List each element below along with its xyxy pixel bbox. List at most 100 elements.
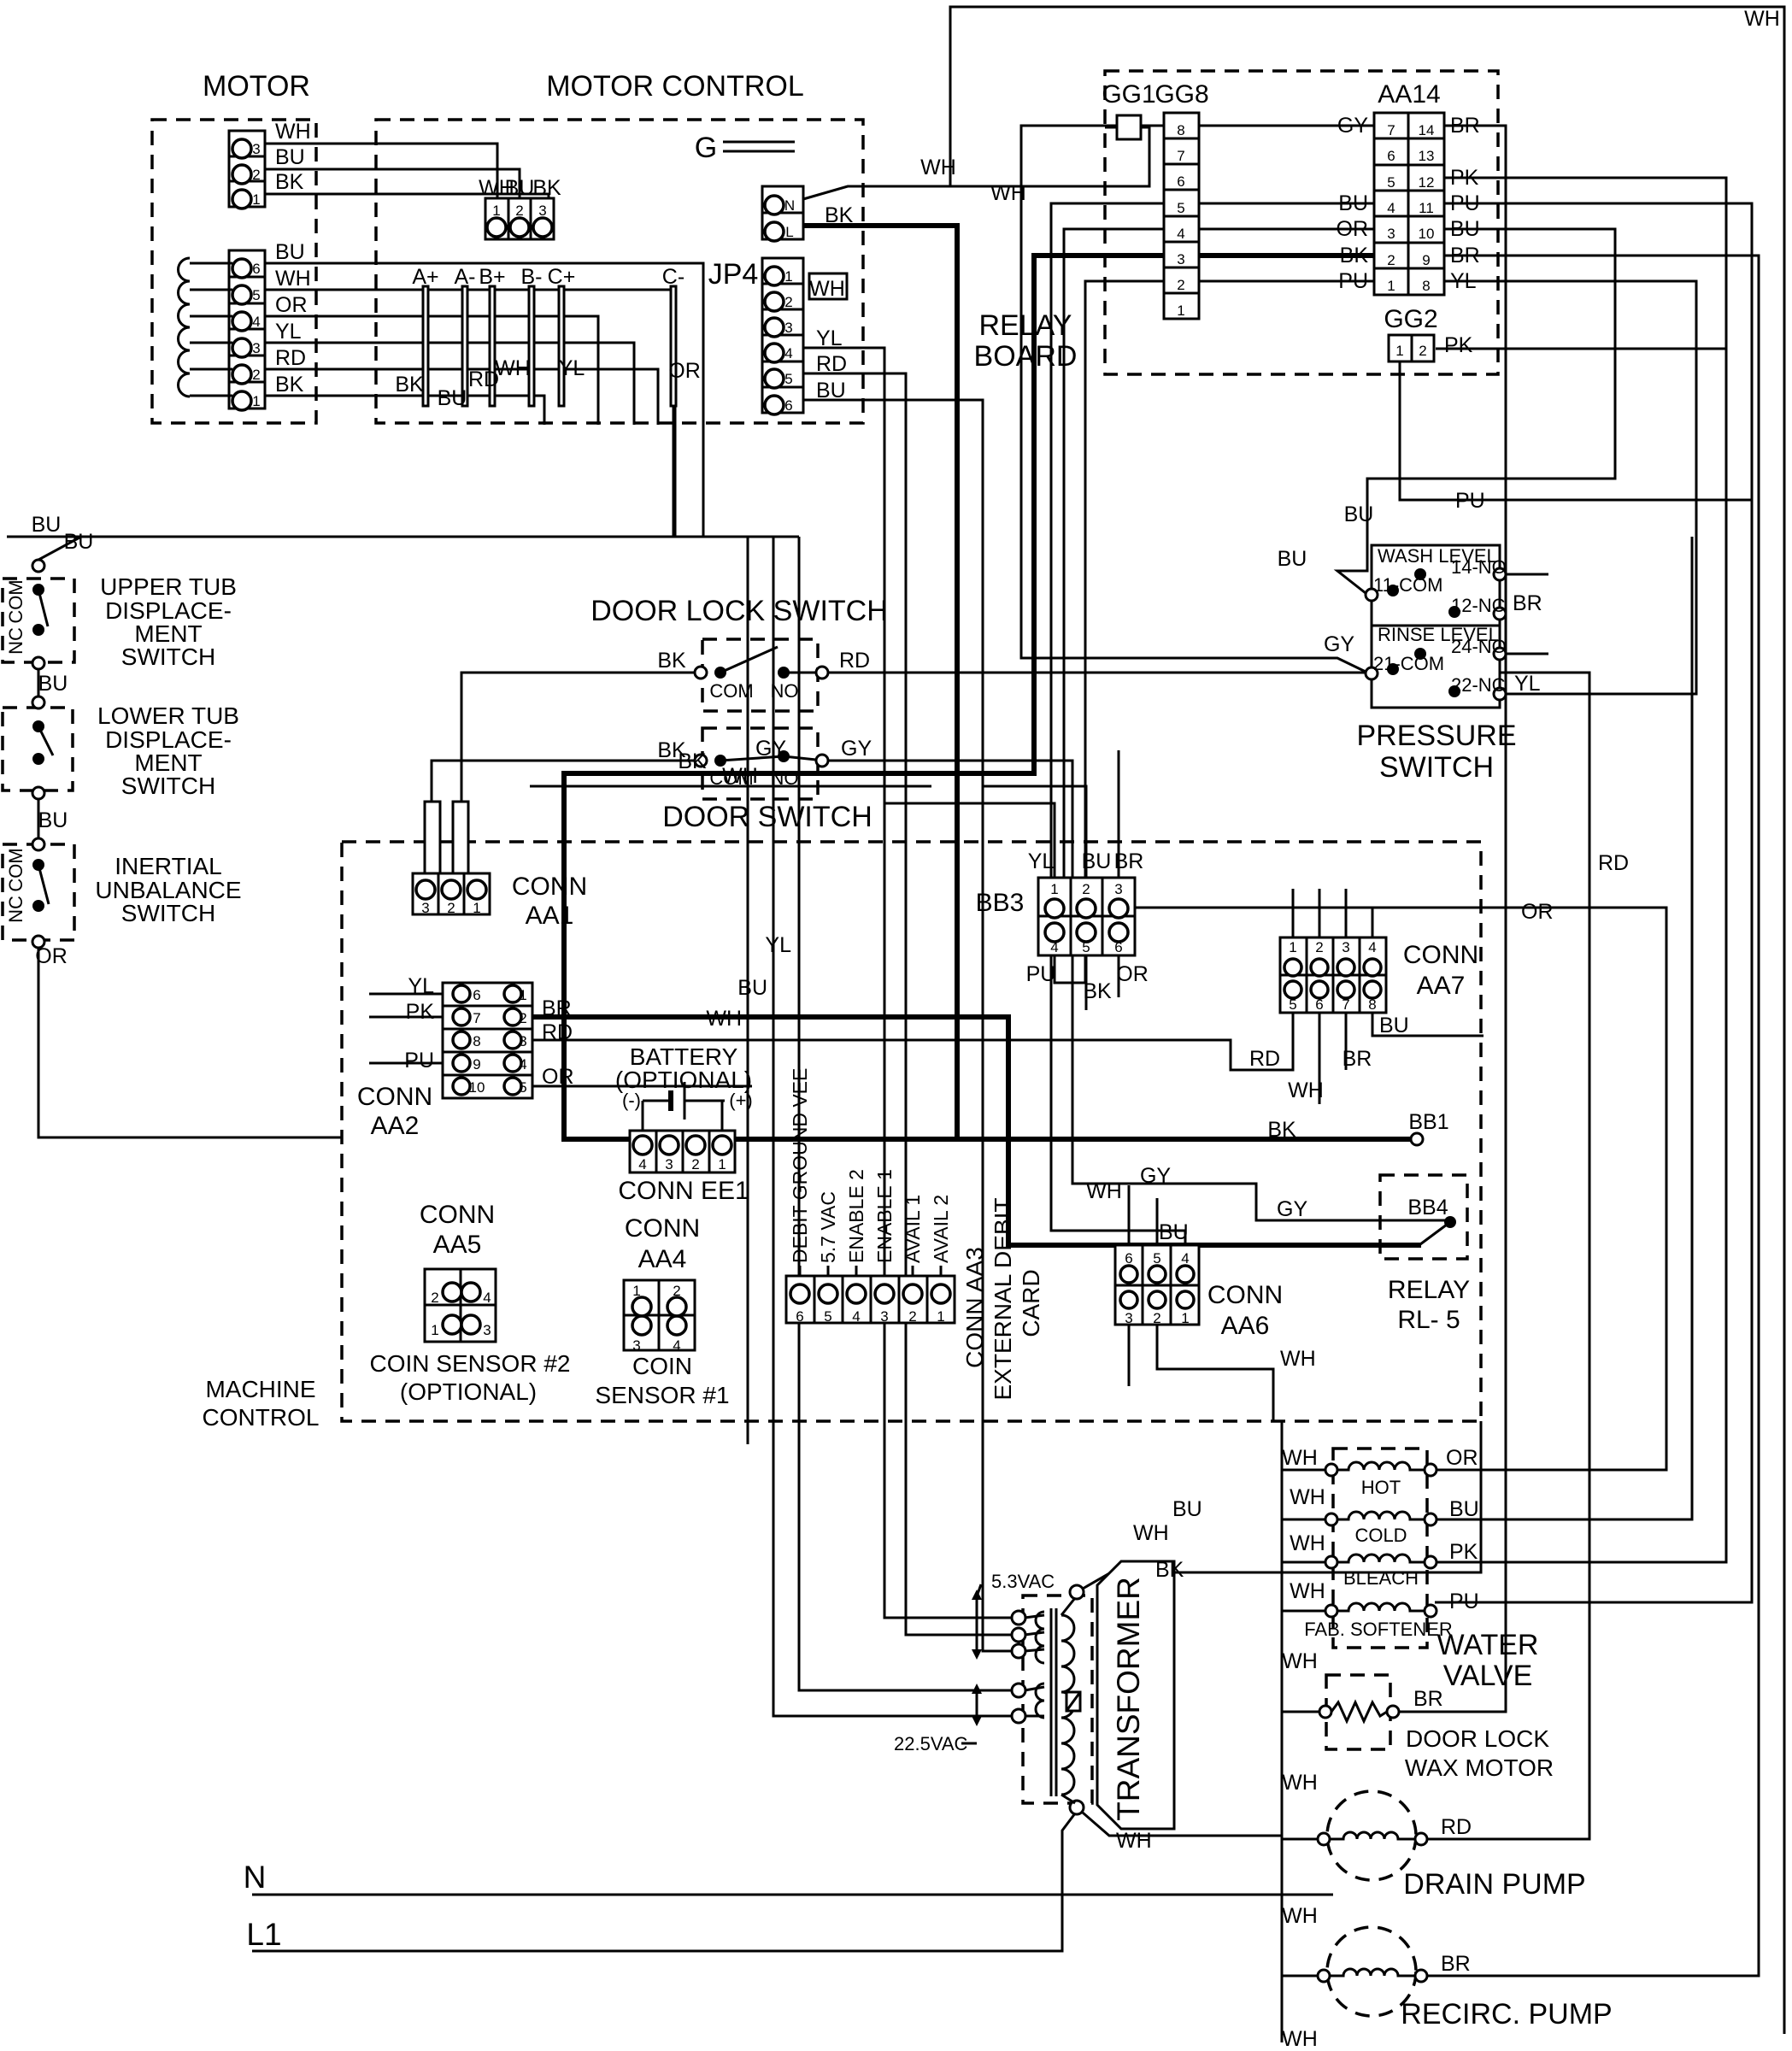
- label-wh: WH: [1282, 1649, 1318, 1673]
- label-bu: BU: [38, 672, 68, 696]
- label-3: 3: [665, 1156, 673, 1172]
- label-12: 12: [1419, 174, 1435, 191]
- label-5: 5: [824, 1308, 831, 1325]
- label-bu: BU: [1082, 849, 1112, 873]
- label-22-5vac: 22.5VAC: [894, 1733, 968, 1754]
- label-pu: PU: [1450, 191, 1480, 215]
- label-rinse-level: RINSE LEVEL: [1378, 624, 1499, 645]
- label-9: 9: [473, 1056, 480, 1073]
- label-or: OR: [275, 293, 308, 317]
- label-1: 1: [1395, 343, 1403, 359]
- label-gg2: GG2: [1384, 305, 1437, 333]
- label-conn-aa3: CONN AA3: [961, 1247, 988, 1368]
- label-or: OR: [1116, 962, 1149, 986]
- label-conn: CONN: [1403, 941, 1478, 969]
- label-c+: C+: [548, 265, 576, 289]
- label-1: 1: [431, 1322, 438, 1338]
- transformer-outer-body: [1096, 1560, 1176, 1831]
- label-aa14: AA14: [1378, 80, 1440, 109]
- label-6: 6: [252, 261, 260, 277]
- label-n: N: [784, 197, 795, 214]
- label-ment: MENT: [134, 749, 202, 776]
- label-fab-softener: FAB. SOFTENER: [1304, 1619, 1453, 1640]
- label-valve: VALVE: [1443, 1660, 1533, 1692]
- label-bk: BK: [1340, 244, 1369, 267]
- label-5: 5: [1387, 174, 1395, 191]
- label-gy: GY: [1337, 114, 1368, 138]
- label-bk: BK: [275, 170, 304, 194]
- label-bu: BU: [1344, 502, 1374, 526]
- label-pk: PK: [1449, 1540, 1478, 1564]
- label-bb4: BB4: [1407, 1196, 1448, 1219]
- label-wh: WH: [479, 176, 514, 200]
- junction-dots: [32, 568, 1460, 1228]
- label-1: 1: [252, 191, 260, 208]
- label-wh: WH: [706, 1007, 742, 1031]
- label-3: 3: [784, 320, 792, 336]
- label-bu: BU: [1449, 1497, 1479, 1521]
- label-wh: WH: [809, 277, 845, 301]
- wax-motor-box: [1325, 1673, 1392, 1751]
- terminal-bar-c-plus: [557, 285, 566, 408]
- terminal-bar-c-minus: [669, 285, 678, 408]
- label-4: 4: [852, 1308, 860, 1325]
- label-coin: COIN: [632, 1353, 692, 1379]
- motor-winding-coil: [177, 256, 191, 398]
- label-4: 4: [638, 1156, 646, 1172]
- label-wh: WH: [990, 181, 1026, 205]
- label-bu: BU: [1379, 1014, 1409, 1037]
- label-2: 2: [1177, 277, 1184, 293]
- drain-pump-coil: [1330, 1831, 1415, 1841]
- label-5: 5: [252, 287, 260, 303]
- label-br: BR: [1413, 1687, 1443, 1711]
- label-6: 6: [1125, 1250, 1132, 1266]
- label-rl-5: RL- 5: [1397, 1306, 1460, 1334]
- label-3: 3: [1342, 939, 1349, 955]
- label-3: 3: [519, 1033, 526, 1049]
- label-wh: WH: [1290, 1579, 1325, 1603]
- label-bb1: BB1: [1408, 1110, 1448, 1134]
- terminal-bar-b-plus: [488, 285, 496, 408]
- label-machine: MACHINE: [205, 1376, 315, 1402]
- label-4: 4: [483, 1290, 491, 1306]
- label-2: 2: [519, 1010, 526, 1026]
- label-3: 3: [421, 900, 429, 916]
- label-wh: WH: [1744, 7, 1780, 31]
- valve-coil-bleach: [1337, 1553, 1425, 1564]
- label-gg1: GG1: [1102, 80, 1155, 109]
- label-pu: PU: [1338, 269, 1368, 293]
- label-bu: BU: [64, 530, 94, 554]
- terminal-bar-b-minus: [527, 285, 536, 408]
- label-com: COM: [5, 579, 26, 623]
- label-2: 2: [691, 1156, 699, 1172]
- label--optional-: (OPTIONAL): [615, 1067, 752, 1093]
- label-board: BOARD: [974, 340, 1078, 373]
- label-1: 1: [1289, 939, 1296, 955]
- label-3: 3: [880, 1308, 888, 1325]
- label-card: CARD: [1018, 1269, 1044, 1337]
- label-gy: GY: [1277, 1197, 1307, 1221]
- label-2: 2: [1315, 939, 1323, 955]
- label-rd: RD: [468, 367, 499, 391]
- label-4: 4: [1177, 226, 1184, 242]
- label-bleach: BLEACH: [1343, 1567, 1419, 1589]
- label-10: 10: [1419, 226, 1435, 242]
- label-11-com: 11-COM: [1373, 574, 1443, 596]
- label-2: 2: [252, 167, 260, 183]
- label-8: 8: [1368, 996, 1376, 1013]
- label-enable-2: ENABLE 2: [845, 1169, 867, 1263]
- label-gy: GY: [841, 737, 872, 761]
- label-rd: RD: [839, 649, 870, 673]
- label-wh: WH: [275, 120, 311, 144]
- label-21-com: 21-COM: [1373, 653, 1444, 674]
- relay-board-box: [1103, 69, 1500, 376]
- label-13: 13: [1419, 148, 1435, 164]
- label--: (-): [622, 1090, 641, 1111]
- label-yl: YL: [765, 933, 791, 957]
- label-or: OR: [1446, 1446, 1478, 1470]
- valve-coil-cold: [1337, 1510, 1425, 1521]
- label-yl: YL: [275, 320, 302, 344]
- label-hot: HOT: [1361, 1477, 1401, 1498]
- label-motor-control: MOTOR CONTROL: [546, 70, 804, 103]
